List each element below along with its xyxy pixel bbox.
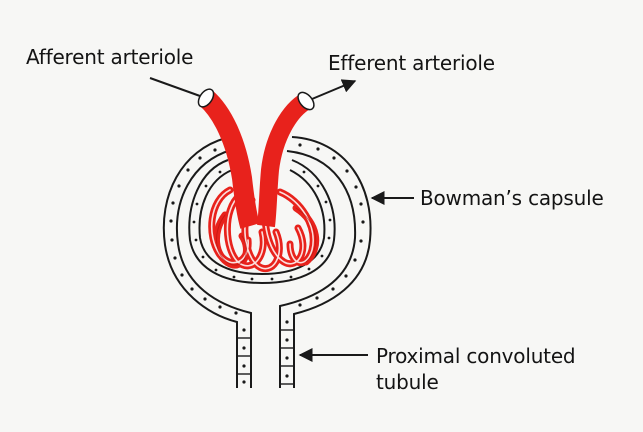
efferent-arteriole-label: Efferent arteriole bbox=[328, 51, 495, 75]
efferent-pointer bbox=[312, 81, 355, 99]
afferent-arteriole-label: Afferent arteriole bbox=[26, 45, 193, 69]
afferent-pointer bbox=[150, 78, 200, 96]
bowmans-capsule-label: Bowman’s capsule bbox=[420, 186, 604, 210]
proximal-convoluted-tubule-label-line2: tubule bbox=[376, 370, 439, 394]
efferent-arteriole bbox=[266, 89, 317, 226]
proximal-convoluted-tubule-label-line1: Proximal convoluted bbox=[376, 344, 575, 368]
